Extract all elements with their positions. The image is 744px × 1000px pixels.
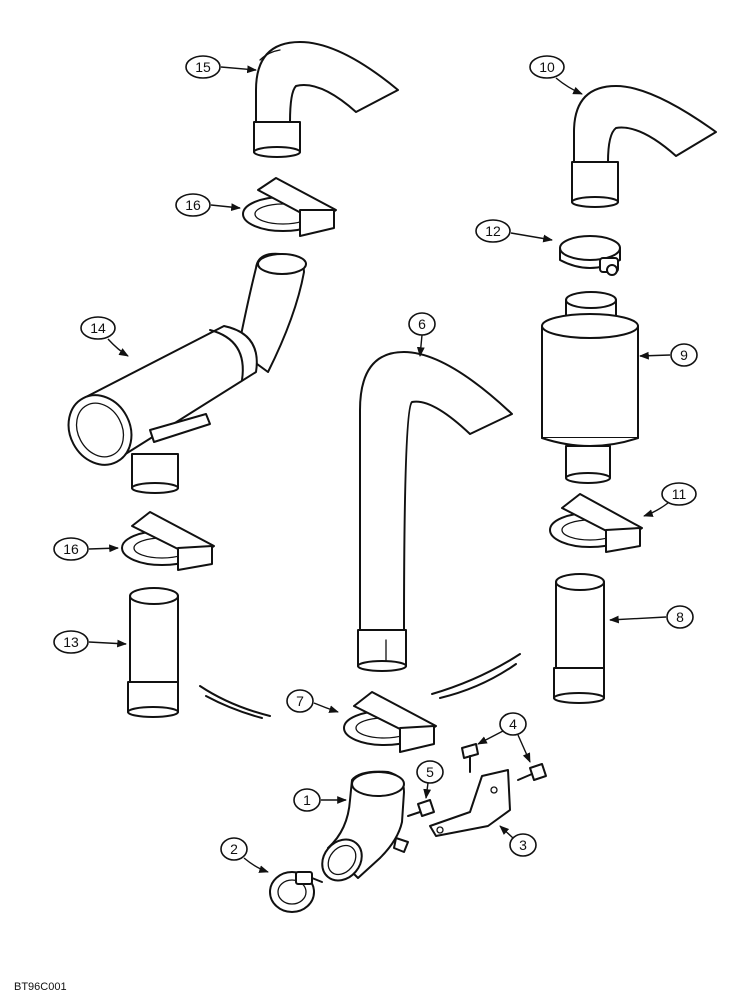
callout-label: 8	[676, 609, 684, 625]
callout-8: 8	[609, 605, 694, 629]
part-16-clamp-upper	[242, 177, 337, 237]
callout-7: 7	[286, 689, 339, 713]
callout-label: 3	[519, 837, 527, 853]
part-3-bracket	[429, 769, 511, 837]
callout-16-upper: 16	[175, 193, 241, 217]
callout-10: 10	[529, 55, 583, 95]
callout-9: 9	[639, 343, 698, 367]
callout-label: 13	[63, 634, 79, 650]
part-10-exhaust-stack	[571, 85, 717, 208]
callout-14: 14	[80, 316, 129, 357]
motion-lines	[199, 653, 521, 719]
part-6-tall-stack	[357, 351, 513, 672]
part-8-pipe	[553, 573, 605, 704]
part-4-bolts	[461, 743, 547, 781]
callout-1: 1	[293, 788, 347, 812]
drawing-code: BT96C001	[14, 981, 67, 993]
part-9-vertical-muffler	[541, 291, 639, 484]
callout-15: 15	[185, 55, 257, 79]
callout-12: 12	[475, 219, 553, 243]
callout-label: 10	[539, 59, 555, 75]
callout-3: 3	[499, 825, 537, 857]
callout-label: 11	[672, 486, 687, 502]
callout-label: 16	[63, 541, 79, 557]
callout-label: 14	[90, 320, 106, 336]
callout-6: 6	[408, 312, 436, 357]
part-16-clamp-lower	[121, 511, 215, 571]
callout-label: 7	[296, 693, 304, 709]
callout-5: 5	[416, 760, 444, 799]
part-13-pipe	[127, 587, 179, 718]
part-12-band-clamp	[559, 235, 621, 276]
callout-11: 11	[643, 482, 697, 517]
part-11-clamp	[549, 493, 643, 553]
part-15-exhaust-stack	[253, 41, 399, 158]
callout-label: 1	[303, 792, 311, 808]
callout-label: 6	[418, 316, 426, 332]
part-5-bolt	[407, 799, 435, 817]
callout-label: 9	[680, 347, 688, 363]
callout-13: 13	[53, 630, 127, 654]
callout-2: 2	[220, 837, 269, 873]
part-7-clamp	[343, 691, 437, 753]
part-14-muffler	[67, 252, 307, 494]
callout-16-lower: 16	[53, 537, 119, 561]
callout-label: 15	[195, 59, 211, 75]
callout-label: 4	[509, 716, 517, 732]
callout-label: 2	[230, 841, 238, 857]
callout-4: 4	[477, 712, 531, 763]
part-2-hose-clamp	[269, 871, 323, 913]
part-1-elbow	[321, 770, 409, 882]
callout-label: 16	[185, 197, 201, 213]
callout-label: 5	[426, 764, 434, 780]
callout-label: 12	[485, 223, 501, 239]
